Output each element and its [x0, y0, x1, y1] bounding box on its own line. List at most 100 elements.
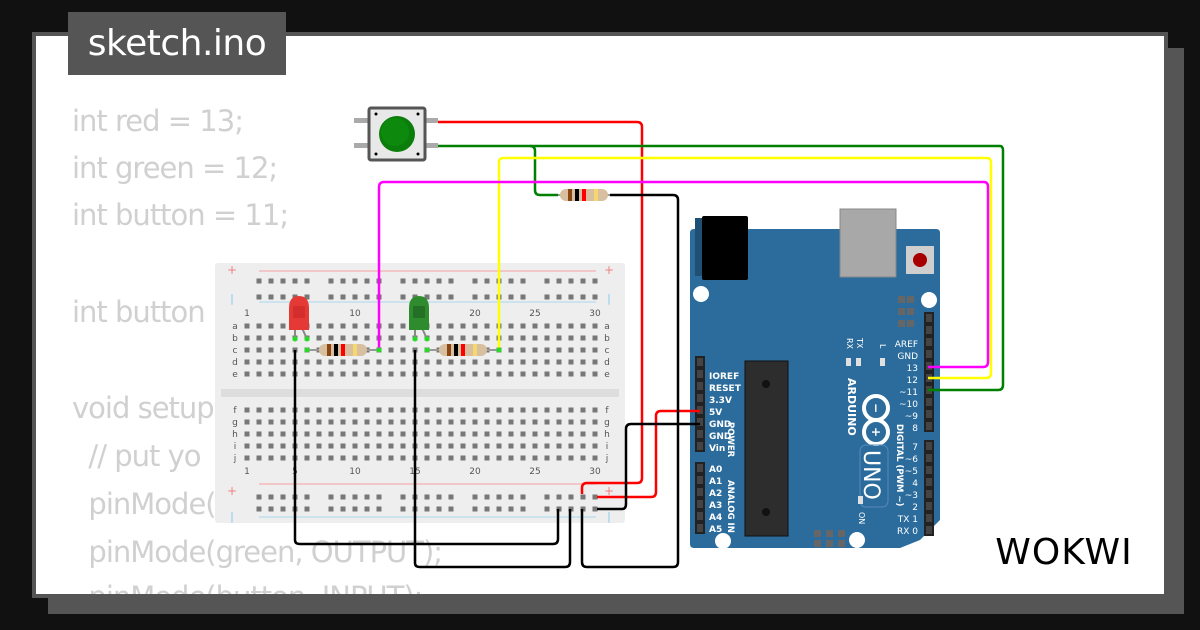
breadboard-hole[interactable]	[304, 371, 310, 377]
header-pin[interactable]	[926, 514, 932, 522]
breadboard-hole[interactable]	[280, 443, 286, 449]
rail-hole[interactable]	[448, 506, 454, 512]
breadboard-hole[interactable]	[508, 359, 514, 365]
rail-hole[interactable]	[496, 506, 502, 512]
breadboard-hole[interactable]	[472, 419, 478, 425]
breadboard-hole[interactable]	[544, 347, 550, 353]
breadboard-hole[interactable]	[508, 371, 514, 377]
rail-hole[interactable]	[592, 278, 598, 284]
breadboard-hole[interactable]	[352, 323, 358, 329]
rail-hole[interactable]	[544, 294, 550, 300]
header-pin[interactable]	[697, 418, 703, 426]
breadboard-hole[interactable]	[556, 443, 562, 449]
breadboard-hole[interactable]	[256, 419, 262, 425]
breadboard-hole[interactable]	[448, 359, 454, 365]
breadboard-hole[interactable]	[340, 431, 346, 437]
breadboard-hole[interactable]	[424, 407, 430, 413]
breadboard-hole[interactable]	[436, 431, 442, 437]
rail-hole[interactable]	[472, 506, 478, 512]
rail-hole[interactable]	[556, 294, 562, 300]
header-pin[interactable]	[697, 488, 703, 496]
breadboard-hole[interactable]	[544, 371, 550, 377]
breadboard-hole[interactable]	[340, 359, 346, 365]
breadboard-hole[interactable]	[268, 407, 274, 413]
breadboard-hole[interactable]	[496, 443, 502, 449]
rail-hole[interactable]	[340, 294, 346, 300]
breadboard-hole[interactable]	[580, 431, 586, 437]
breadboard-hole[interactable]	[328, 359, 334, 365]
header-pin[interactable]	[697, 382, 703, 390]
breadboard-hole[interactable]	[508, 419, 514, 425]
breadboard-hole[interactable]	[448, 455, 454, 461]
breadboard-hole[interactable]	[472, 323, 478, 329]
rail-hole[interactable]	[544, 494, 550, 500]
breadboard-hole[interactable]	[556, 455, 562, 461]
breadboard-hole[interactable]	[580, 407, 586, 413]
breadboard-hole[interactable]	[316, 359, 322, 365]
header-pin[interactable]	[697, 476, 703, 484]
breadboard-hole[interactable]	[592, 359, 598, 365]
breadboard-hole[interactable]	[484, 419, 490, 425]
breadboard-hole[interactable]	[364, 419, 370, 425]
rail-hole[interactable]	[520, 494, 526, 500]
wire-red-button-to-rail[interactable]	[438, 120, 644, 494]
breadboard-hole[interactable]	[376, 443, 382, 449]
breadboard-hole[interactable]	[592, 335, 598, 341]
breadboard-hole[interactable]	[388, 323, 394, 329]
rail-hole[interactable]	[592, 506, 598, 512]
rail-hole[interactable]	[424, 278, 430, 284]
rail-hole[interactable]	[376, 494, 382, 500]
rail-hole[interactable]	[472, 294, 478, 300]
breadboard-hole[interactable]	[424, 443, 430, 449]
breadboard-hole[interactable]	[280, 407, 286, 413]
breadboard-hole[interactable]	[364, 323, 370, 329]
breadboard-hole[interactable]	[592, 323, 598, 329]
breadboard-hole[interactable]	[244, 419, 250, 425]
breadboard-hole[interactable]	[268, 419, 274, 425]
header-pin[interactable]	[926, 350, 932, 358]
breadboard-hole[interactable]	[580, 455, 586, 461]
breadboard-hole[interactable]	[556, 323, 562, 329]
breadboard-hole[interactable]	[520, 455, 526, 461]
breadboard-hole[interactable]	[400, 371, 406, 377]
breadboard-hole[interactable]	[352, 359, 358, 365]
breadboard-hole[interactable]	[532, 419, 538, 425]
breadboard-hole[interactable]	[388, 431, 394, 437]
rail-hole[interactable]	[268, 278, 274, 284]
breadboard-hole[interactable]	[388, 407, 394, 413]
breadboard-hole[interactable]	[496, 419, 502, 425]
rail-hole[interactable]	[280, 494, 286, 500]
breadboard-hole[interactable]	[268, 347, 274, 353]
breadboard-hole[interactable]	[460, 419, 466, 425]
wire-black-red-led-gnd[interactable]	[293, 350, 560, 546]
rail-hole[interactable]	[520, 294, 526, 300]
breadboard-hole[interactable]	[316, 323, 322, 329]
rail-hole[interactable]	[472, 278, 478, 284]
breadboard-hole[interactable]	[244, 455, 250, 461]
breadboard-hole[interactable]	[388, 359, 394, 365]
breadboard-hole[interactable]	[268, 359, 274, 365]
header-pin[interactable]	[697, 430, 703, 438]
breadboard-hole[interactable]	[508, 431, 514, 437]
breadboard-hole[interactable]	[580, 371, 586, 377]
breadboard-hole[interactable]	[460, 323, 466, 329]
rail-hole[interactable]	[556, 278, 562, 284]
breadboard-hole[interactable]	[388, 455, 394, 461]
breadboard-hole[interactable]	[256, 443, 262, 449]
breadboard-hole[interactable]	[376, 359, 382, 365]
breadboard-hole[interactable]	[460, 359, 466, 365]
breadboard-hole[interactable]	[508, 347, 514, 353]
breadboard-hole[interactable]	[496, 455, 502, 461]
breadboard-hole[interactable]	[532, 407, 538, 413]
breadboard-hole[interactable]	[436, 455, 442, 461]
rail-hole[interactable]	[352, 278, 358, 284]
breadboard-hole[interactable]	[520, 323, 526, 329]
header-pin[interactable]	[926, 338, 932, 346]
breadboard-hole[interactable]	[316, 335, 322, 341]
rail-hole[interactable]	[400, 278, 406, 284]
wire-red-5v[interactable]	[597, 409, 700, 499]
breadboard-hole[interactable]	[268, 443, 274, 449]
rail-hole[interactable]	[592, 294, 598, 300]
wire-green-pin11[interactable]	[438, 144, 1005, 392]
breadboard-hole[interactable]	[340, 323, 346, 329]
